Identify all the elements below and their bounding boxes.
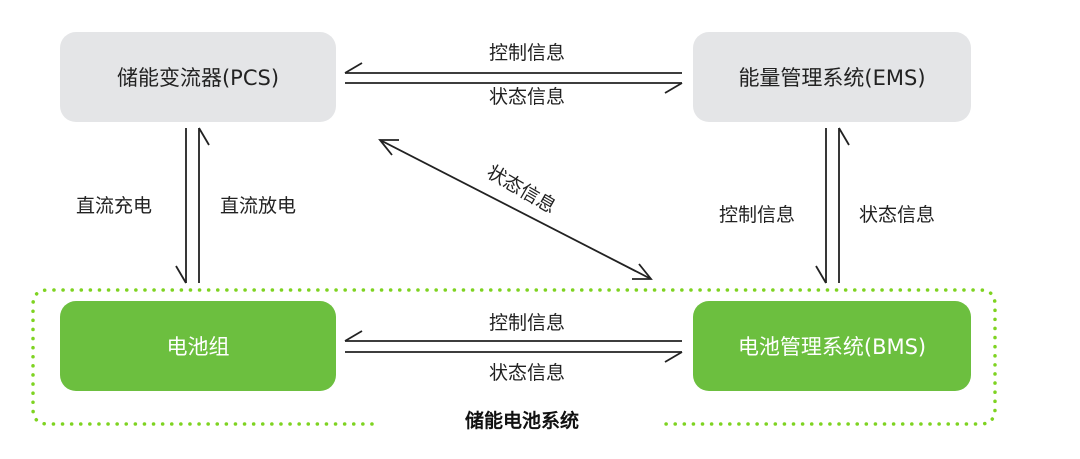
arrowhead-bms-to-battery bbox=[344, 330, 363, 342]
label-dc-discharge: 直流放电 bbox=[220, 195, 297, 217]
node-battery-pack: 电池组 bbox=[60, 301, 336, 391]
node-bms: 电池管理系统(BMS) bbox=[693, 301, 971, 391]
node-ems-label: 能量管理系统(EMS) bbox=[738, 66, 926, 90]
label-battery-bms-control: 控制信息 bbox=[488, 312, 566, 334]
node-bms-label: 电池管理系统(BMS) bbox=[737, 335, 927, 359]
arrowhead-diagonal-end bbox=[632, 263, 653, 280]
label-ems-bms-control: 控制信息 bbox=[719, 204, 796, 226]
node-pcs-label: 储能变流器(PCS) bbox=[116, 66, 280, 90]
node-pcs: 储能变流器(PCS) bbox=[60, 32, 336, 122]
node-battery-pack-label: 电池组 bbox=[166, 335, 230, 359]
arrowhead-pcs-to-ems bbox=[664, 82, 683, 94]
arrowhead-diagonal-start bbox=[378, 139, 399, 156]
arrowhead-battery-to-bms bbox=[664, 351, 683, 363]
arrowhead-battery-to-pcs bbox=[198, 127, 210, 146]
arrowhead-bms-to-ems bbox=[838, 127, 850, 146]
label-pcs-ems-status: 状态信息 bbox=[488, 86, 566, 108]
arrowhead-ems-to-bms bbox=[815, 265, 827, 284]
label-dc-charge: 直流充电 bbox=[76, 195, 153, 217]
node-ems: 能量管理系统(EMS) bbox=[693, 32, 971, 122]
label-pcs-ems-control: 控制信息 bbox=[488, 42, 566, 64]
arrowhead-ems-to-pcs bbox=[344, 62, 363, 74]
arrowhead-pcs-to-battery bbox=[175, 265, 187, 284]
label-battery-bms-status: 状态信息 bbox=[488, 362, 566, 384]
label-ems-bms-status: 状态信息 bbox=[859, 204, 936, 226]
battery-system-group-title: 储能电池系统 bbox=[464, 410, 580, 432]
arrow-diagonal-pcs-bms bbox=[379, 139, 652, 280]
